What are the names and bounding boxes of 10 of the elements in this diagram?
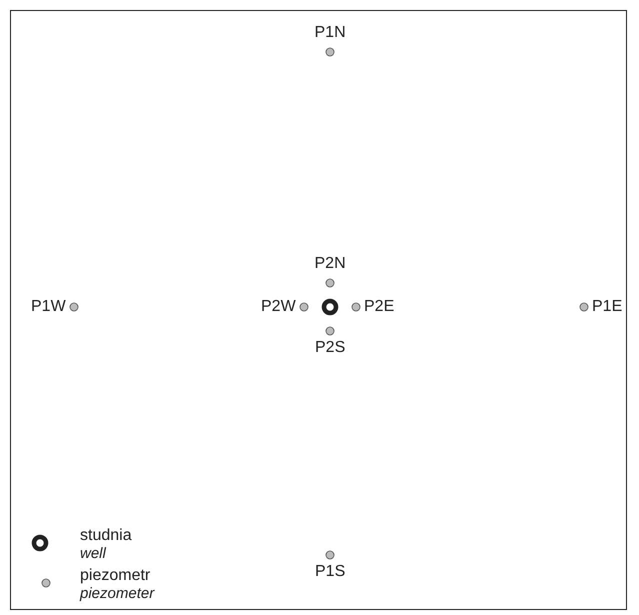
legend-text: studnia well <box>80 527 132 563</box>
point-label: P2W <box>261 298 296 316</box>
point-label: P1W <box>31 298 66 316</box>
point-label: P2S <box>315 339 346 357</box>
legend-text: piezometr piezometer <box>80 567 154 603</box>
point-label: P2E <box>364 298 394 316</box>
point-label: P2N <box>314 255 346 273</box>
point-label: P1N <box>314 24 346 42</box>
point-label: P1E <box>592 298 622 316</box>
point-label: P1S <box>315 563 346 581</box>
